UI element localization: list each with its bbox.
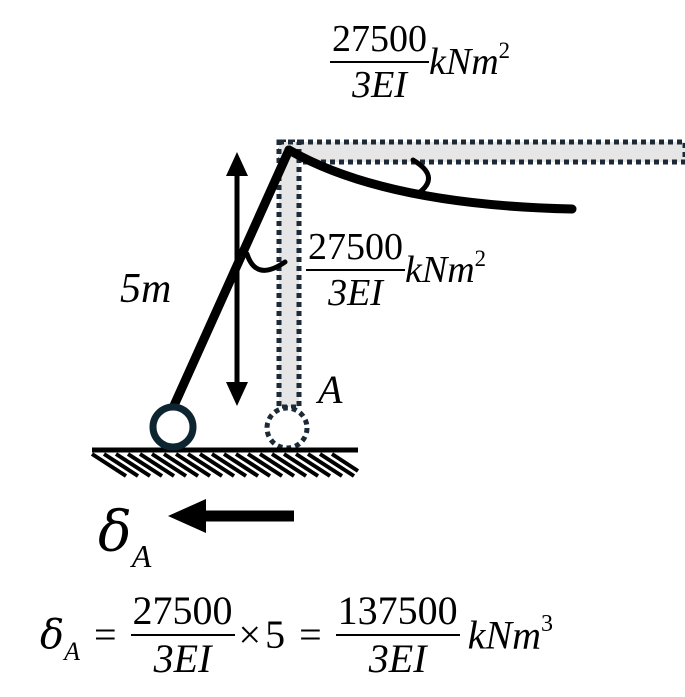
fraction-bar — [130, 634, 235, 636]
displacement-arrowhead — [168, 499, 206, 533]
deformed-frame — [149, 145, 577, 451]
undeformed-frame — [264, 139, 685, 451]
equation-fraction-1: 27500 3EI — [130, 588, 235, 681]
equation-equals-1: = — [93, 612, 117, 657]
equation-fraction-1-numerator: 27500 — [132, 588, 233, 633]
equation-fraction-2: 137500 3EI — [335, 588, 460, 681]
top-moment-unit-power: 2 — [498, 38, 511, 64]
equation-equals-2: = — [299, 612, 322, 657]
top-moment-fraction: 27500 3EI — [330, 20, 429, 104]
point-label: A — [318, 367, 343, 412]
deformed-support-pin — [149, 403, 197, 451]
top-moment-label: 27500 3EI kNm2 — [330, 20, 510, 104]
height-dimension-arrow — [226, 152, 248, 406]
equation-fraction-1-denominator: 3EI — [153, 636, 212, 681]
fraction-bar — [306, 269, 405, 271]
undeformed-beam — [278, 139, 685, 165]
top-moment-numerator: 27500 — [332, 18, 427, 60]
ground-hatching — [90, 452, 360, 478]
fraction-bar — [335, 634, 460, 636]
equation-unit: kNm3 — [467, 611, 553, 658]
side-moment-numerator: 27500 — [308, 226, 403, 268]
equation-fraction-2-numerator: 137500 — [337, 588, 458, 633]
equation-unit-power: 3 — [541, 611, 553, 638]
dimension-arrowhead-up — [226, 152, 248, 176]
height-label: 5m — [120, 266, 172, 312]
side-moment-unit: kNm2 — [405, 246, 487, 292]
equation-lhs: δA — [40, 612, 80, 665]
top-moment-unit: kNm2 — [429, 38, 511, 84]
equation-fraction-2-denominator: 3EI — [368, 636, 427, 681]
equation-lhs-symbol: δ — [40, 612, 65, 658]
equation-times: × — [238, 612, 262, 657]
displacement-subscript: A — [131, 538, 152, 574]
dimension-arrowhead-down — [226, 382, 248, 406]
displacement-symbol-label: δA — [98, 505, 151, 573]
deformed-beam — [284, 145, 577, 214]
side-moment-label: 27500 3EI kNm2 — [306, 228, 486, 312]
ground — [90, 447, 360, 478]
column-rotation-arc — [244, 251, 288, 273]
displacement-equation: δA = 27500 3EI × 5 = 137500 3EI kNm3 — [40, 590, 553, 680]
deformed-column — [167, 145, 294, 415]
beam-rotation-arc — [410, 157, 431, 195]
displacement-arrow — [168, 499, 294, 533]
equation-multiplier: 5 — [265, 612, 286, 657]
fraction-bar — [330, 61, 429, 63]
displacement-symbol: δ — [98, 500, 132, 565]
equation-lhs-subscript: A — [64, 637, 80, 666]
side-moment-fraction: 27500 3EI — [306, 228, 405, 312]
undeformed-support-pin — [264, 405, 310, 451]
side-moment-unit-power: 2 — [474, 246, 487, 272]
top-moment-denominator: 3EI — [352, 64, 407, 106]
side-moment-denominator: 3EI — [328, 272, 383, 314]
undeformed-column — [276, 139, 302, 410]
